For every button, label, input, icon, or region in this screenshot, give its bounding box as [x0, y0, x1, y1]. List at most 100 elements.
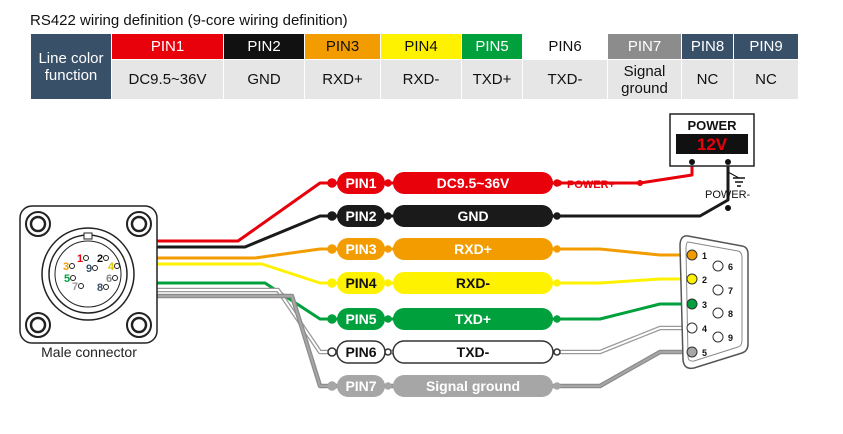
function-pill-label: RXD+	[454, 241, 492, 257]
db9-pin-number: 9	[728, 333, 733, 343]
db9-pin-number: 4	[702, 324, 707, 334]
pin-header-cell: PIN1	[111, 33, 224, 60]
db9-pin-number: 6	[728, 262, 733, 272]
pin-pill	[337, 238, 385, 260]
wire-line	[548, 351, 692, 387]
connector-pin	[69, 263, 75, 269]
connector-pin-number: 2	[97, 253, 103, 265]
power-title: POWER	[687, 118, 737, 133]
mount-hole-icon	[130, 215, 148, 233]
function-cell: TXD-	[522, 59, 608, 100]
function-cell: GND	[223, 59, 305, 100]
pin-pill	[337, 205, 385, 227]
function-pill-label: TXD-	[457, 344, 490, 360]
pin-header-cell: PIN6	[522, 33, 608, 60]
db9-pin	[712, 284, 724, 296]
function-cell: RXD+	[304, 59, 381, 100]
db9-pin	[712, 331, 724, 343]
function-pill-label: TXD+	[455, 311, 491, 327]
function-pill	[393, 238, 553, 260]
mount-hole-icon	[130, 316, 148, 334]
wire-outline	[548, 349, 692, 389]
wire-line	[548, 302, 692, 321]
connector-pin-number: 9	[86, 263, 92, 275]
pin-pill-label: PIN5	[345, 311, 376, 327]
connector-caption: Male connector	[41, 344, 137, 360]
db9-pin-number: 5	[702, 348, 707, 358]
pin-header-cell: PIN4	[380, 33, 462, 60]
wire-dot	[384, 212, 392, 220]
function-pill	[393, 308, 553, 330]
power-plus-dot	[637, 180, 643, 186]
pin-header-cell: PIN5	[461, 33, 523, 60]
pin-pill-label: PIN7	[345, 378, 376, 394]
connector-pin	[70, 275, 76, 281]
db9-pin-number: 8	[728, 309, 733, 319]
db9-pin	[686, 249, 698, 261]
function-cell: NC	[733, 59, 799, 100]
pin-pill	[337, 308, 385, 330]
connector-pin-number: 4	[108, 261, 115, 273]
connector-pin-number: 8	[97, 282, 103, 294]
pin-header-row: Line color function PIN1 PIN2 PIN3 PIN4 …	[30, 33, 799, 100]
power-plus-dot	[556, 180, 562, 186]
function-pill	[392, 340, 554, 364]
function-cell: TXD+	[461, 59, 523, 100]
function-cell: Signal ground	[607, 59, 682, 100]
power-terminal	[725, 159, 731, 165]
connector-key	[83, 232, 93, 240]
connector-pin-number: 7	[72, 281, 78, 293]
pin-header-cell: PIN8	[681, 33, 734, 60]
wire-dot	[384, 179, 392, 187]
db9-face	[685, 241, 743, 362]
function-pill	[393, 172, 553, 194]
pin-pill-label: PIN3	[345, 241, 376, 257]
function-pill-label: RXD-	[456, 275, 491, 291]
pin-pill-label: PIN1	[345, 175, 376, 191]
power-minus-label: POWER-	[705, 189, 751, 201]
ground-icon	[727, 171, 740, 179]
power-minus-dot	[725, 205, 731, 211]
power-terminal	[689, 159, 695, 165]
db9-pin	[712, 260, 724, 272]
power-display-value: 12V	[697, 135, 728, 154]
wiring-definition-table: Line color function PIN1 PIN2 PIN3 PIN4 …	[30, 33, 799, 100]
connector-pin-number: 3	[63, 261, 69, 273]
function-cell: RXD-	[380, 59, 462, 100]
pin-pill	[337, 375, 385, 397]
wire-dot	[553, 279, 561, 287]
db9-pin-number: 2	[702, 275, 707, 285]
wire-line	[548, 162, 730, 218]
connector-pin	[83, 255, 89, 261]
connector-pin-number: 5	[64, 273, 70, 285]
function-cell: DC9.5~36V	[111, 59, 224, 100]
wire-line	[548, 162, 694, 185]
db9-pin-number: 3	[702, 300, 707, 310]
wire-dot	[327, 314, 337, 324]
page-title: RS422 wiring definition (9-core wiring d…	[30, 12, 348, 29]
pin-pill	[337, 272, 385, 294]
wire-dot	[327, 244, 337, 254]
connector-pin-number: 1	[77, 253, 83, 265]
wire-line	[548, 327, 692, 353]
function-pill	[393, 272, 553, 294]
function-pill	[393, 205, 553, 227]
connector-pin	[92, 265, 98, 271]
wire-outline	[548, 325, 692, 355]
wire-dot	[327, 178, 337, 188]
power-plus-label: POWER+	[567, 179, 615, 191]
wire-dot	[553, 212, 561, 220]
wire-line	[548, 277, 692, 285]
db9-pin-number: 7	[728, 286, 733, 296]
mount-hole-icon	[29, 316, 47, 334]
wire-line	[548, 247, 692, 257]
wire-dot	[553, 348, 561, 356]
pin-header-cell: PIN2	[223, 33, 305, 60]
db9-pin	[686, 346, 698, 358]
mount-hole-icon	[29, 215, 47, 233]
pin-header-cell: PIN9	[733, 33, 799, 60]
connector-pin	[103, 255, 109, 261]
